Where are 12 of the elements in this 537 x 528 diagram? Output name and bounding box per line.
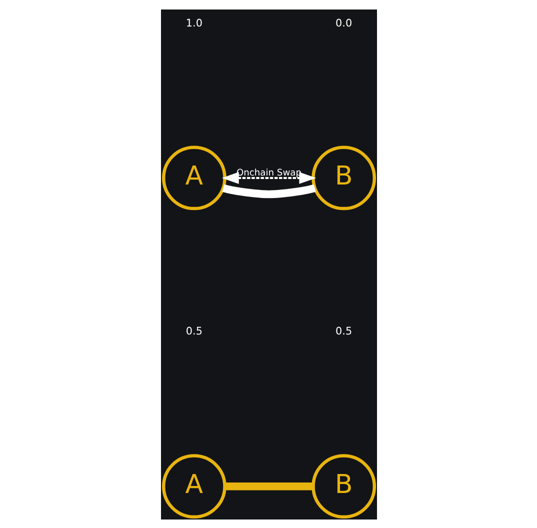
label: 0.5 bbox=[335, 325, 352, 338]
node-circle: B bbox=[311, 454, 376, 518]
arrow bbox=[221, 172, 316, 184]
node-circle: A bbox=[161, 454, 226, 518]
node-circle: B bbox=[311, 145, 376, 210]
connector bbox=[224, 482, 313, 490]
label: 0.0 bbox=[335, 16, 352, 29]
label: 0.5 bbox=[185, 325, 202, 338]
connector bbox=[222, 184, 316, 198]
label: 1.0 bbox=[185, 16, 202, 29]
node-circle: A bbox=[161, 145, 226, 210]
edge-label: Onchain Swap bbox=[236, 168, 301, 178]
